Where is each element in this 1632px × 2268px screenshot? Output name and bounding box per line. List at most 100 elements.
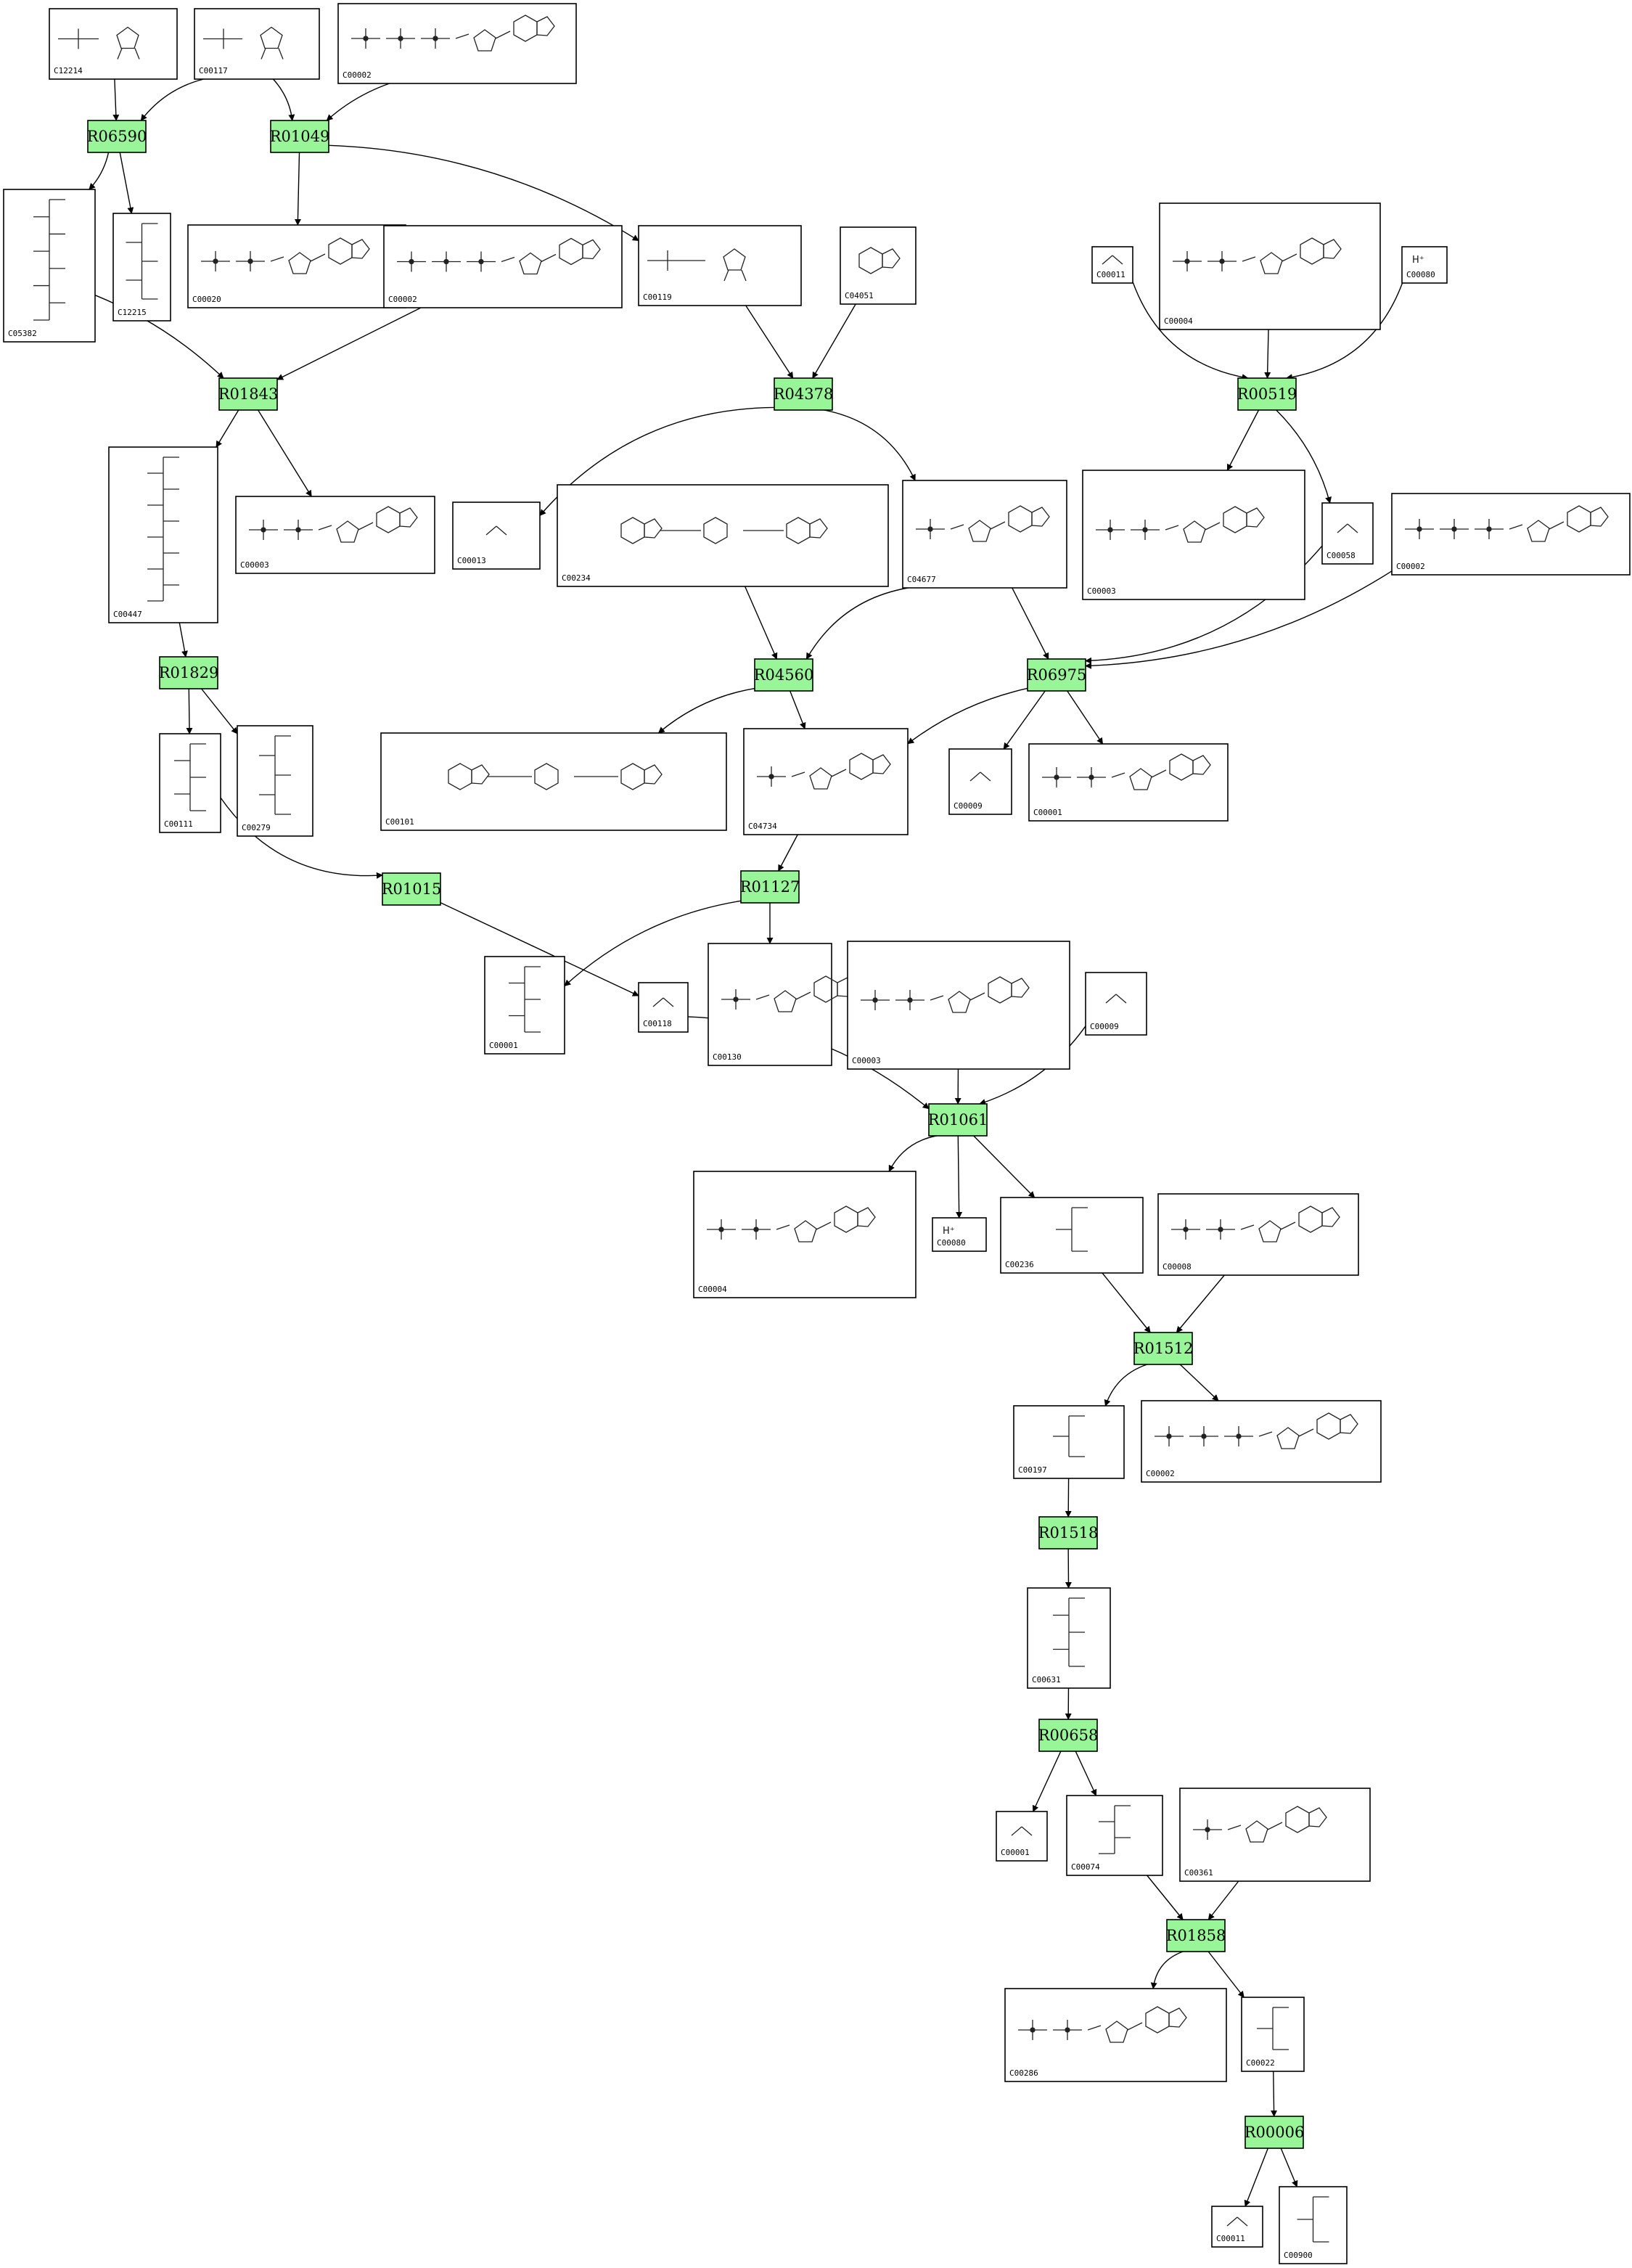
compound-node[interactable]: C00009 [948,748,1012,815]
compound-node[interactable]: C00002 [1391,493,1631,576]
edge-arrow [201,688,238,734]
compound-node[interactable]: C00011 [1091,246,1133,284]
reaction-node[interactable]: R06590 [87,120,147,153]
compound-id-label: C00020 [192,295,221,304]
edge-arrow [216,409,239,448]
compound-node[interactable]: C00003 [847,941,1070,1070]
reaction-node[interactable]: R01512 [1133,1332,1194,1365]
structure-drawing [1056,1207,1088,1252]
compound-node[interactable]: C00101 [380,732,727,831]
edge-arrow [328,144,639,242]
edge-arrow [326,83,390,121]
compound-node[interactable]: C00074 [1066,1795,1163,1876]
reaction-node[interactable]: R01858 [1166,1919,1226,1952]
reaction-box [774,377,833,411]
compound-node[interactable]: C00002 [337,3,577,84]
compound-box [380,732,727,831]
compound-id-label: C00002 [388,295,417,304]
compound-id-label: C00011 [1216,2234,1245,2243]
compound-node[interactable]: C00002 [1141,1400,1382,1483]
reaction-node[interactable]: R01127 [740,870,800,904]
structure-drawing [1042,753,1211,790]
reaction-node[interactable]: R01015 [382,872,442,906]
edge-arrow [1075,1751,1097,1796]
compound-node[interactable]: C00001 [484,956,565,1055]
compound-node[interactable]: C00001 [996,1811,1048,1862]
compound-node[interactable]: C00447 [108,446,218,623]
compound-node[interactable]: C00111 [159,733,221,833]
compound-node[interactable]: C00011 [1211,2206,1263,2248]
reaction-node[interactable]: R01829 [159,656,219,689]
compound-node[interactable]: C00003 [1082,470,1305,600]
reaction-node[interactable]: R00006 [1244,2116,1305,2149]
compound-node[interactable]: C00130 [708,943,856,1066]
reaction-id-label: R01061 [928,1111,988,1129]
structure-drawing [1018,2006,1187,2043]
compound-node[interactable]: C00004 [1159,202,1381,330]
compound-node[interactable]: C00631 [1027,1587,1111,1689]
compound-box [194,8,320,80]
compound-node[interactable]: H⁺C00080 [932,1217,987,1252]
compound-id-label: C00286 [1009,2068,1038,2078]
compound-node[interactable]: C00118 [638,982,689,1033]
structure-drawing [1257,2007,1289,2050]
compound-node[interactable]: C00020 [187,224,406,308]
compound-node[interactable]: C00286 [1004,1988,1227,2082]
compound-node[interactable]: C00001 [1028,743,1229,822]
reaction-node[interactable]: R04378 [774,377,834,411]
compound-id-label: C00080 [1406,270,1435,279]
compound-node[interactable]: C00004 [693,1171,917,1298]
compound-node[interactable]: C00013 [452,502,541,570]
compound-node[interactable]: C12215 [112,213,171,322]
reaction-box [928,1103,988,1137]
edge-arrow [119,152,134,214]
structure-drawing [259,735,291,815]
compound-node[interactable]: C00197 [1013,1405,1125,1479]
compound-node[interactable]: C00234 [557,484,889,587]
reaction-id-label: R01512 [1133,1340,1194,1357]
compound-node[interactable]: H⁺C00080 [1401,246,1448,284]
edge-arrow [1264,329,1271,379]
compound-node[interactable]: C00008 [1157,1193,1359,1276]
compound-node[interactable]: C00117 [194,8,320,80]
reaction-node[interactable]: R01843 [218,377,279,411]
compound-node[interactable]: C00361 [1179,1788,1371,1882]
structure-drawing [1171,1205,1340,1243]
edge-arrow [1104,1364,1148,1407]
reaction-node[interactable]: R01061 [928,1103,988,1137]
compound-node[interactable]: C00279 [237,725,313,837]
compound-node[interactable]: C00022 [1241,1997,1305,2072]
structure-drawing [1053,1597,1085,1667]
compound-node[interactable]: C05382 [3,189,96,343]
compound-box [948,748,1012,815]
compound-box [840,226,917,305]
reaction-node[interactable]: R00519 [1237,377,1297,411]
reaction-node[interactable]: R01518 [1038,1516,1099,1549]
reaction-node[interactable]: R06975 [1027,658,1087,692]
compound-node[interactable]: C00058 [1321,502,1374,565]
compound-box [187,224,406,308]
compound-box [1321,502,1374,565]
compound-node[interactable]: C04051 [840,226,917,305]
edge-arrow [824,409,916,481]
compound-box [1004,1988,1227,2082]
compound-node[interactable]: C12214 [49,8,178,80]
compound-node[interactable]: C00009 [1085,972,1147,1036]
structure-drawing [1226,2216,1248,2227]
reaction-box [1038,1516,1098,1549]
compound-node[interactable]: C00900 [1279,2186,1348,2264]
compound-node[interactable]: C00236 [1000,1197,1144,1274]
compound-node[interactable]: C04734 [743,728,909,835]
compound-node[interactable]: C00119 [638,225,802,306]
reaction-box [87,120,147,153]
edge-arrow [1179,1364,1219,1401]
reaction-node[interactable]: R00658 [1038,1719,1099,1752]
reaction-box [270,120,329,153]
reaction-node[interactable]: R01049 [270,120,330,153]
compound-node[interactable]: C00002 [383,225,623,308]
edge-arrow [1276,409,1332,504]
reaction-node[interactable]: R04560 [754,658,814,692]
compound-node[interactable]: C00003 [235,496,435,574]
reaction-box [159,656,218,689]
compound-node[interactable]: C04677 [902,480,1067,589]
